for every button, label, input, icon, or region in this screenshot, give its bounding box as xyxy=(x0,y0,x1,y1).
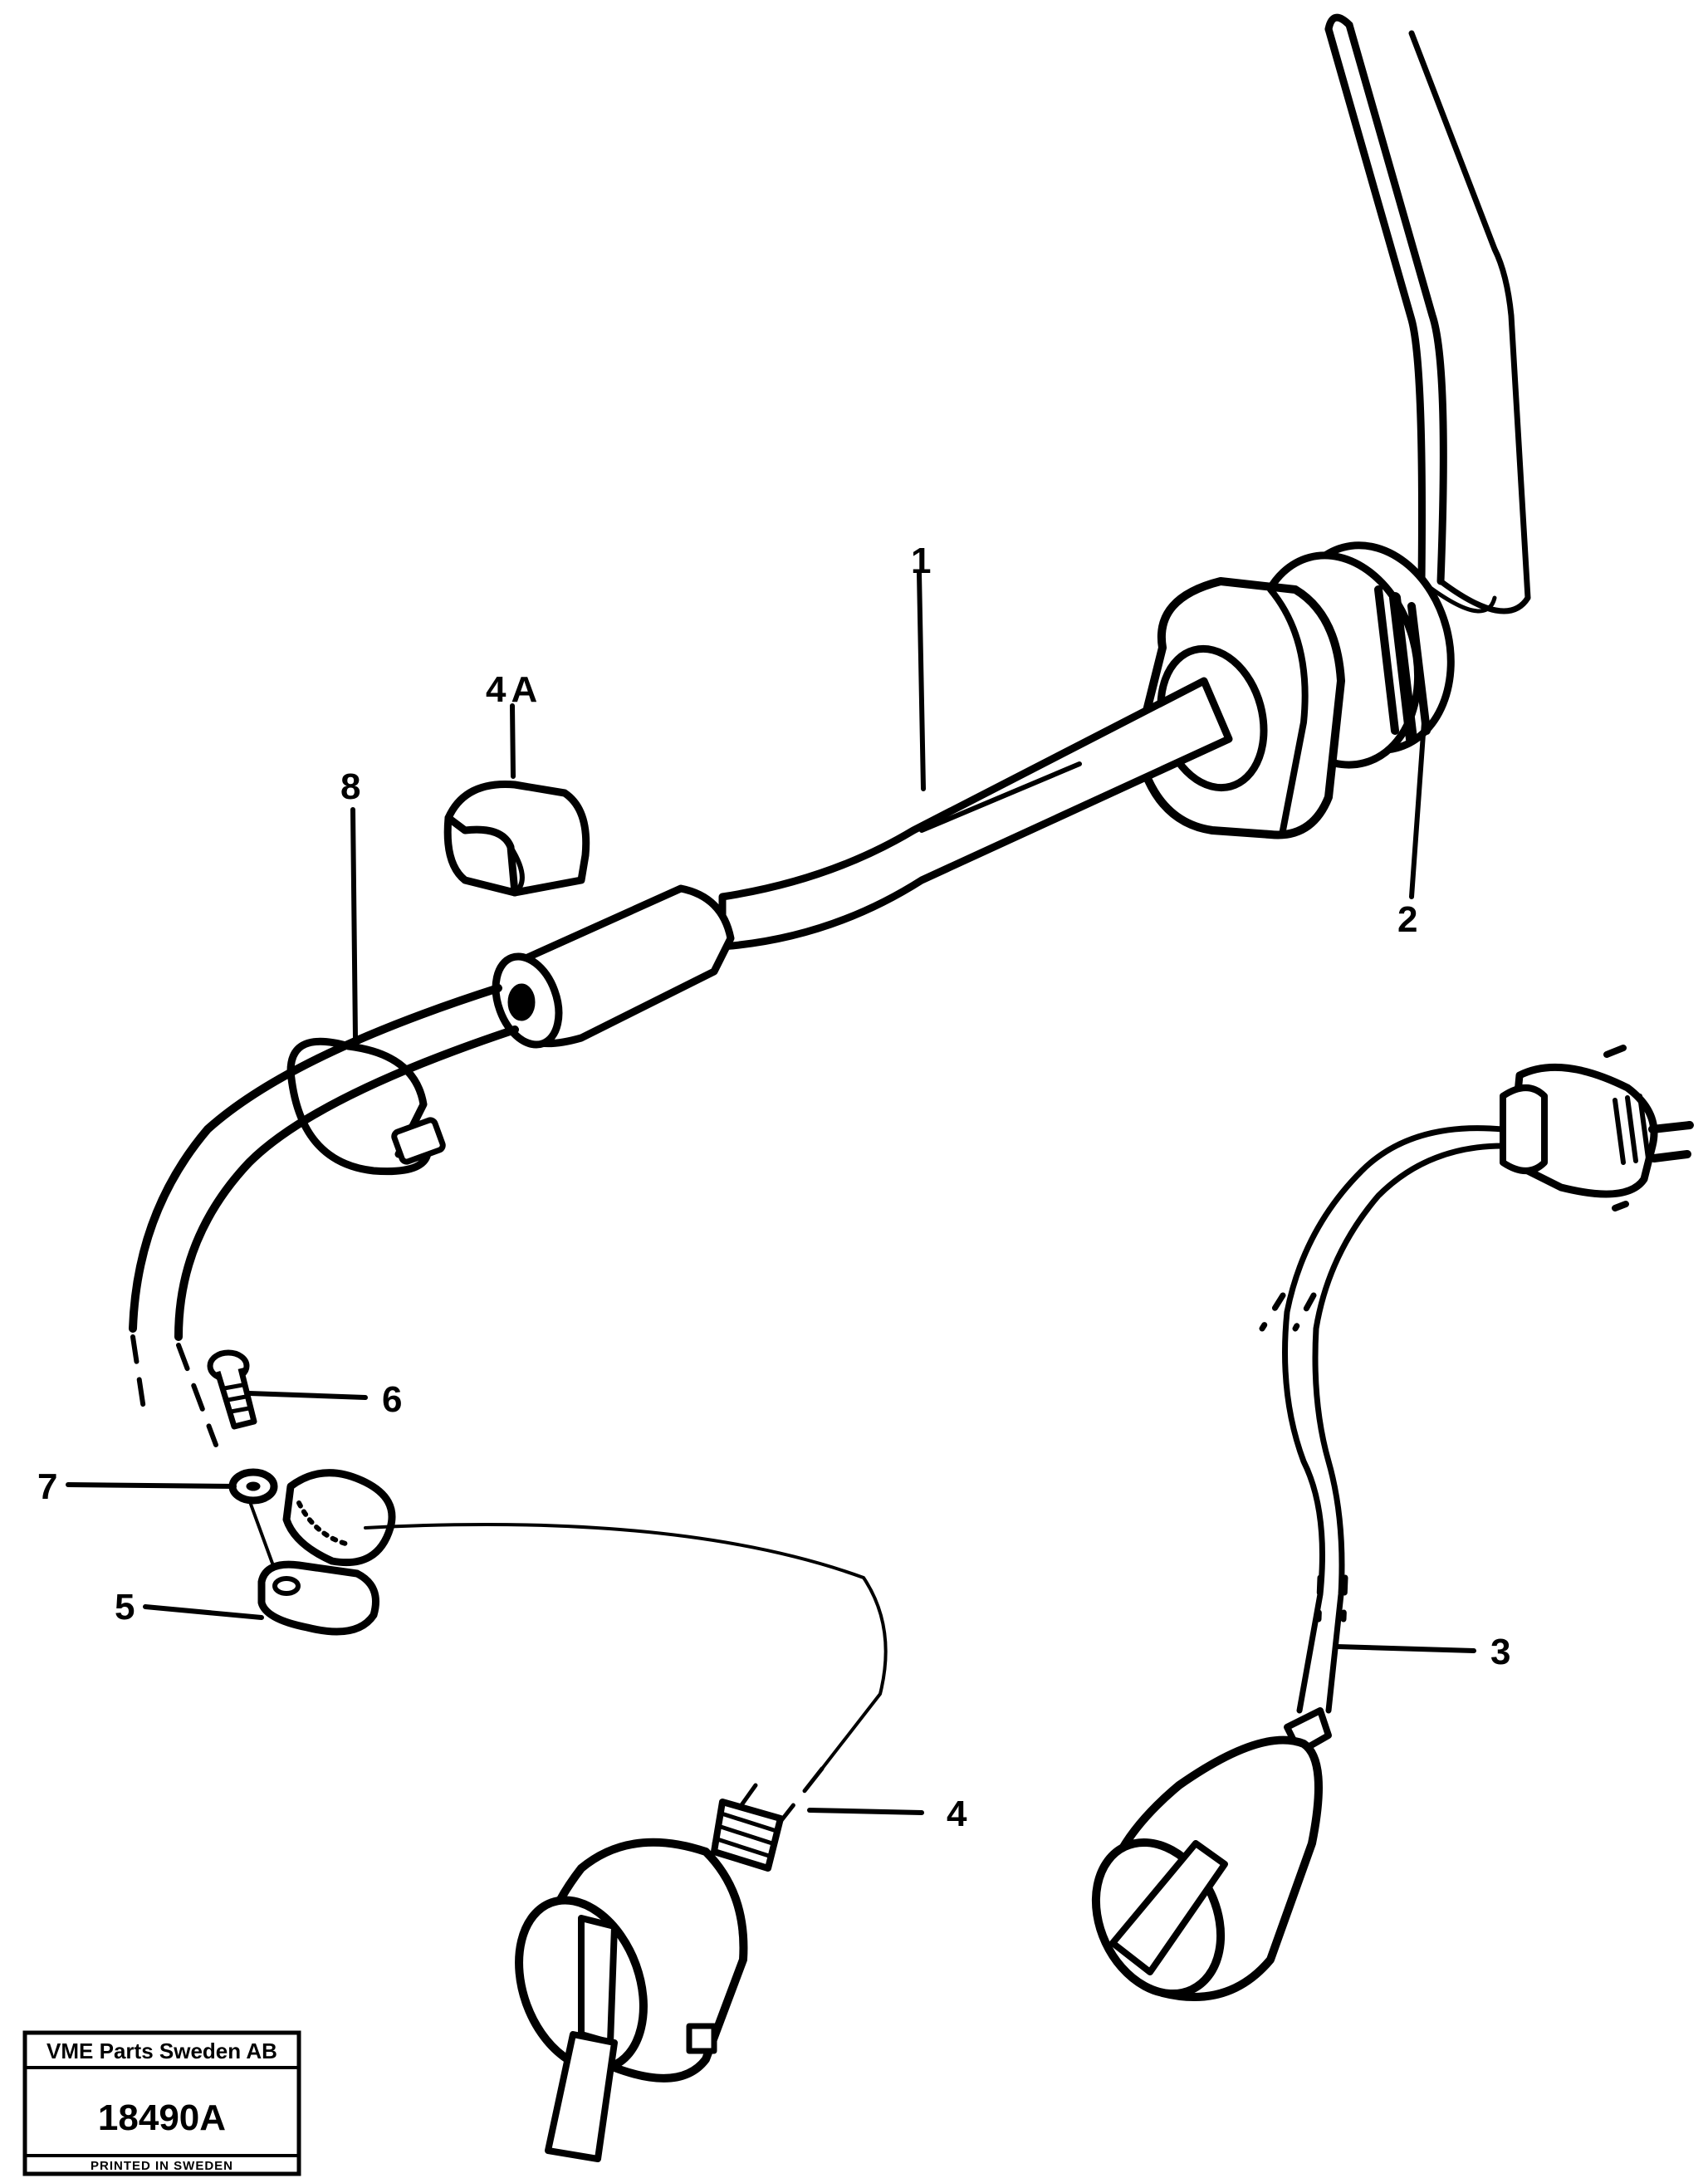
callout-labels: 1 2 3 4 4A 5 6 7 8 xyxy=(37,541,1510,1834)
socket-lid xyxy=(578,1915,618,2046)
plug-collar xyxy=(1500,1084,1548,1174)
socket-mount-tab xyxy=(545,2031,618,2162)
rubber-texture xyxy=(296,1500,351,1547)
extension-socket-lid xyxy=(1109,1840,1228,1975)
socket-cable-line xyxy=(364,1523,888,1770)
plate-company: VME Parts Sweden AB xyxy=(46,2039,277,2063)
leader-1 xyxy=(917,570,926,791)
leader-3 xyxy=(1334,1644,1476,1653)
coupling-hole xyxy=(507,983,536,1021)
thread-band xyxy=(1389,592,1417,745)
leader-4a xyxy=(510,703,516,779)
leader-8 xyxy=(350,807,358,1040)
plug-grip xyxy=(1613,1094,1651,1165)
washer-hole xyxy=(246,1481,261,1491)
element-cable-lower xyxy=(174,1025,519,1341)
socket-ear xyxy=(686,2023,717,2054)
callout-5: 5 xyxy=(115,1587,135,1627)
title-plate-border xyxy=(22,2030,301,2176)
element-cable-upper xyxy=(129,984,502,1333)
leader-5 xyxy=(143,1604,264,1620)
cable-ring-lock xyxy=(391,1117,446,1165)
heater-tube-outer xyxy=(1345,21,1447,585)
cable-ring-8 xyxy=(286,1037,432,1176)
clip-hole xyxy=(272,1576,301,1596)
leader-lines xyxy=(66,570,1476,1815)
plug-contacts xyxy=(1603,1045,1629,1211)
heater-rod-seam xyxy=(919,761,1082,833)
thread-lines xyxy=(1374,585,1431,735)
extension-cable-3 xyxy=(1091,1045,1694,2001)
rubber-insert xyxy=(282,1469,396,1567)
extension-cable-left xyxy=(1282,1125,1506,1714)
callout-1: 1 xyxy=(911,541,931,581)
callout-3: 3 xyxy=(1490,1632,1510,1672)
leader-4 xyxy=(807,1808,924,1815)
sleeve-4a xyxy=(443,781,590,897)
sleeve-4a-inner xyxy=(508,844,525,895)
callout-6: 6 xyxy=(382,1379,402,1420)
clip-5 xyxy=(257,1560,379,1636)
hex-nut-face xyxy=(1267,586,1309,834)
callout-7: 7 xyxy=(37,1466,57,1507)
socket-cable-4 xyxy=(364,1523,888,2162)
heater-tube-bend xyxy=(1408,30,1531,614)
callout-2: 2 xyxy=(1397,899,1417,940)
heater-rod xyxy=(718,677,1233,951)
plate-number: 18490A xyxy=(98,2097,226,2138)
heater-element-assembly xyxy=(492,13,1531,1049)
screw-6 xyxy=(207,1349,257,1430)
leader-2 xyxy=(1409,720,1427,899)
leader-6 xyxy=(247,1391,368,1400)
cable-ring-8-back xyxy=(345,1042,428,1158)
extension-cable-right xyxy=(1312,1143,1506,1714)
heater-tube-tip xyxy=(1324,13,1353,33)
callout-8: 8 xyxy=(340,766,360,807)
plug-pins xyxy=(1648,1121,1694,1162)
element-cable xyxy=(129,984,519,1447)
element-cable-break xyxy=(130,1334,218,1447)
leader-7 xyxy=(66,1482,237,1489)
title-plate: VME Parts Sweden AB 18490A PRINTED IN SW… xyxy=(22,2030,301,2176)
sleeve-4a-body xyxy=(444,781,590,897)
sleeve-4a-edge xyxy=(443,814,519,897)
socket-strain-ribs xyxy=(715,1812,779,1858)
callout-4: 4 xyxy=(947,1794,967,1834)
heater-tube-bend-inner xyxy=(1419,579,1497,614)
callout-4a: 4A xyxy=(486,669,542,710)
heater-tube-inner xyxy=(1324,25,1426,585)
screw-thread xyxy=(222,1383,252,1414)
plate-printed: PRINTED IN SWEDEN xyxy=(91,2159,233,2173)
